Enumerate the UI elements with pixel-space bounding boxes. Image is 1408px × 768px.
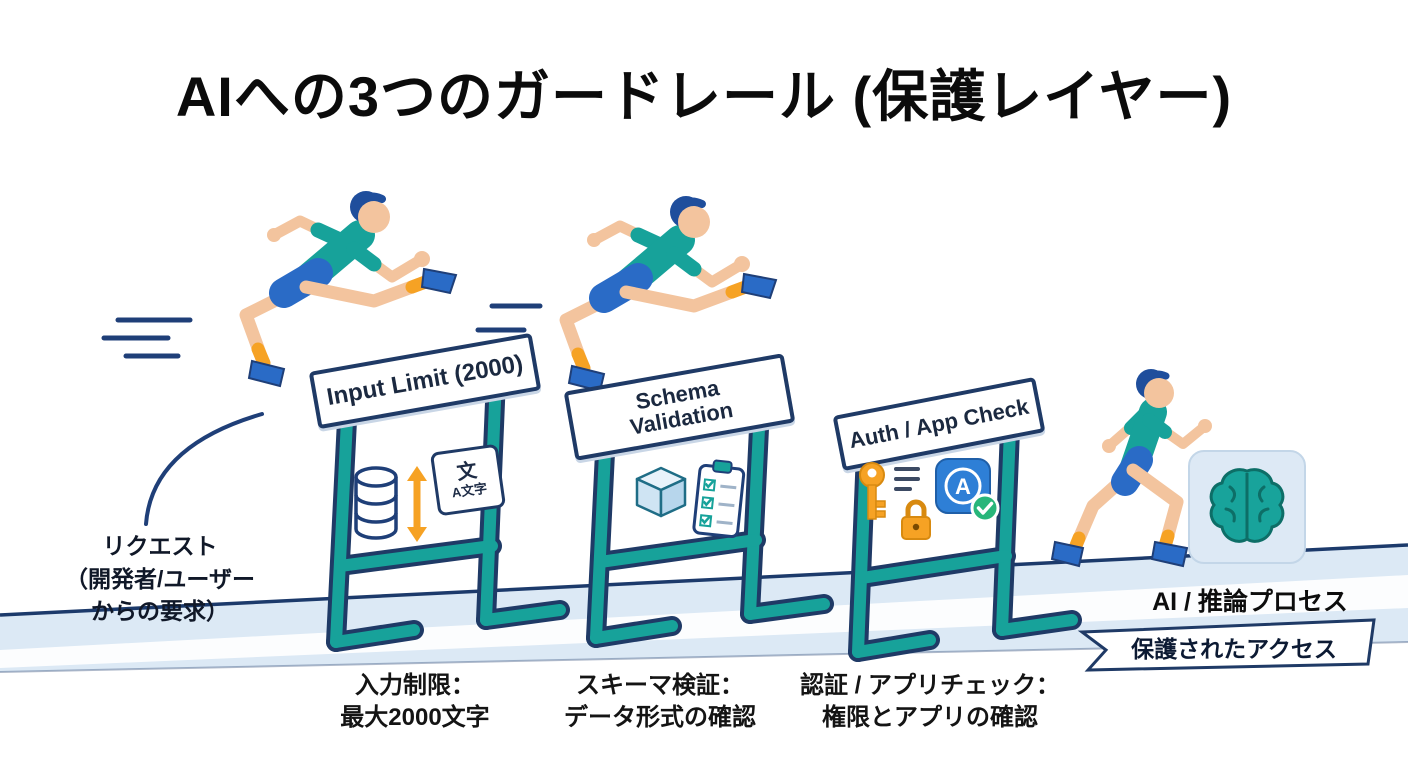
package-box-icon bbox=[635, 466, 687, 518]
request-label-line3: からの要求） bbox=[91, 598, 229, 625]
key-icon bbox=[859, 462, 886, 520]
padlock-icon bbox=[901, 499, 931, 540]
hurdle-3-frame bbox=[848, 420, 1082, 662]
hurdle-2-icons bbox=[632, 455, 752, 550]
caption-line1: スキーマ検証： bbox=[576, 672, 744, 699]
hurdle-1-icons: 文 A文字 bbox=[352, 443, 512, 548]
permission-lines-icon bbox=[894, 467, 920, 491]
caption-auth-app-check: 認証 / アプリチェック： 権限とアプリの確認 bbox=[775, 670, 1085, 733]
caption-line1: 入力制限： bbox=[355, 672, 475, 699]
runner-3 bbox=[1050, 369, 1212, 568]
brain-icon bbox=[1209, 468, 1285, 543]
character-count-card: 文 A文字 bbox=[429, 443, 507, 517]
caption-schema-validation: スキーマ検証： データ形式の確認 bbox=[535, 670, 785, 733]
checklist-icon bbox=[692, 459, 746, 539]
key-lock-group bbox=[859, 462, 931, 540]
hurdle-2-frame bbox=[586, 398, 834, 648]
length-arrow-icon bbox=[407, 466, 427, 542]
protected-access-banner: 保護されたアクセス bbox=[1131, 636, 1337, 662]
caption-line1: 認証 / アプリチェック： bbox=[799, 672, 1060, 699]
request-label-line2: （開発者/ユーザー bbox=[65, 565, 255, 592]
database-icon bbox=[354, 466, 398, 540]
request-label: リクエスト （開発者/ユーザー からの要求） bbox=[26, 530, 294, 628]
ai-process-box bbox=[1188, 450, 1306, 564]
ai-process-label: AI / 推論プロセス bbox=[1152, 588, 1348, 616]
app-icon-letter: A bbox=[955, 474, 971, 499]
request-label-line1: リクエスト bbox=[102, 533, 218, 559]
character-count-card-kanji: 文 bbox=[455, 459, 479, 485]
page-title: AIへの3つのガードレール (保護レイヤー) bbox=[175, 65, 1233, 128]
hurdle-3-icons: A bbox=[856, 455, 1006, 545]
app-store-check-icon: A bbox=[935, 458, 1000, 523]
character-count-card-label: A文字 bbox=[450, 480, 488, 500]
caption-line2: データ形式の確認 bbox=[564, 703, 756, 731]
speed-lines bbox=[101, 303, 543, 526]
caption-input-limit: 入力制限： 最大2000文字 bbox=[295, 670, 535, 733]
caption-line2: 最大2000文字 bbox=[340, 703, 490, 731]
banner-ribbon bbox=[1077, 618, 1376, 672]
caption-line2: 権限とアプリの確認 bbox=[822, 703, 1038, 731]
